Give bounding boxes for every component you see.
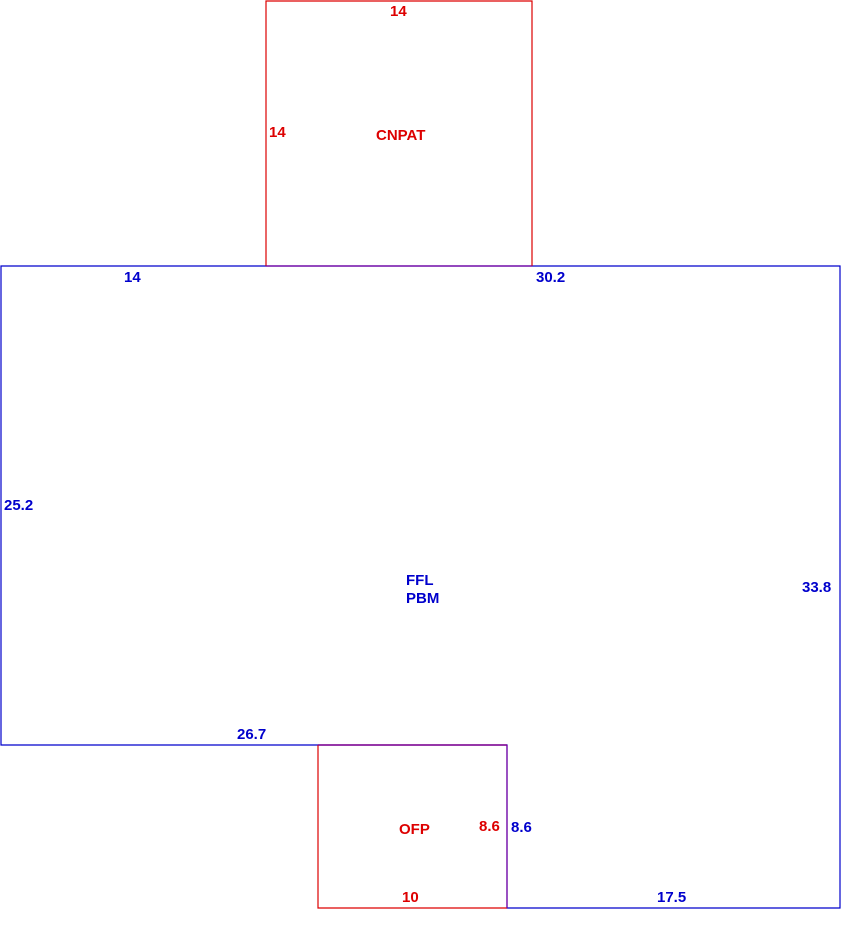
- main-dim-right: 33.8: [802, 579, 831, 596]
- main-dim-left: 25.2: [4, 497, 33, 514]
- cnpat-dim-top: 14: [390, 3, 407, 20]
- main-dim-inner-right: 8.6: [511, 819, 532, 836]
- cnpat-dim-left: 14: [269, 124, 286, 141]
- ofp-outline: [317, 745, 507, 909]
- main-area-name-line2: PBM: [406, 590, 439, 607]
- ofp-area-name: OFP: [399, 821, 430, 838]
- main-dim-bottom-right: 17.5: [657, 889, 686, 906]
- ofp-dim-right: 8.6: [479, 818, 500, 835]
- ofp-dim-bottom: 10: [402, 889, 419, 906]
- main-dim-bottom-left: 26.7: [237, 726, 266, 743]
- cnpat-area-name: CNPAT: [376, 127, 425, 144]
- main-area-name-line1: FFL: [406, 572, 434, 589]
- cnpat-outline: [265, 0, 533, 266]
- main-dim-top-right: 30.2: [536, 269, 565, 286]
- main-dim-top-left: 14: [124, 269, 141, 286]
